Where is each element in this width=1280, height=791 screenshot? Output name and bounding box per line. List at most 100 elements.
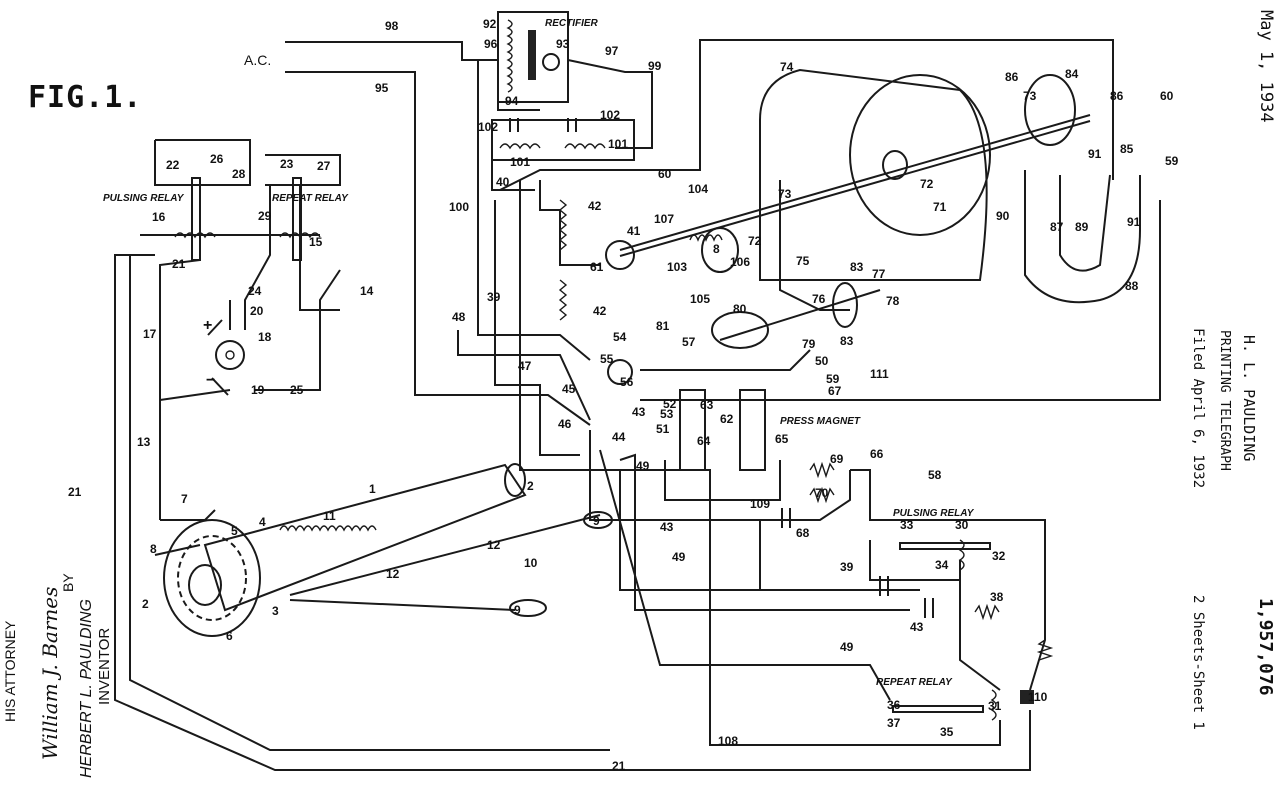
- reference-numeral: 83: [850, 260, 864, 274]
- reference-numeral: 20: [250, 304, 264, 318]
- label-pulsing-relay-top: PULSING RELAY: [103, 193, 185, 204]
- reference-numeral: 39: [487, 290, 501, 304]
- reference-numeral: 74: [780, 60, 794, 74]
- reference-numeral: 40: [496, 175, 510, 189]
- reference-numeral: 59: [826, 372, 840, 386]
- reference-numeral: 8: [150, 542, 157, 556]
- reference-numeral: 59: [1165, 154, 1179, 168]
- reference-numeral: 66: [870, 447, 884, 461]
- reference-numeral: 21: [612, 759, 626, 773]
- reference-numeral: 104: [688, 182, 708, 196]
- reference-numeral: 65: [775, 432, 789, 446]
- component-labels: RECTIFIER PULSING RELAY REPEAT RELAY PRE…: [103, 18, 975, 688]
- reference-numeral: 3: [272, 604, 279, 618]
- resistors: [558, 199, 1054, 661]
- reference-numeral: 83: [840, 334, 854, 348]
- filed-date: Filed April 6, 1932: [1190, 328, 1206, 489]
- label-press-magnet: PRESS MAGNET: [780, 416, 861, 427]
- reference-numeral: 62: [720, 412, 734, 426]
- reference-numeral: 42: [593, 304, 607, 318]
- wiring: [114, 11, 1161, 771]
- reference-numeral: 73: [1023, 89, 1037, 103]
- reference-numeral: 61: [590, 260, 604, 274]
- reference-numeral: 99: [648, 59, 662, 73]
- reference-numeral: 98: [385, 19, 399, 33]
- reference-numeral: 92: [483, 17, 497, 31]
- reference-numeral: 10: [524, 556, 538, 570]
- reference-numeral: 21: [68, 485, 82, 499]
- label-repeat-relay-top: REPEAT RELAY: [272, 193, 349, 204]
- reference-numeral: 48: [452, 310, 466, 324]
- reference-numeral: 26: [210, 152, 224, 166]
- reference-numeral: 94: [505, 94, 519, 108]
- reference-numeral: 22: [166, 158, 180, 172]
- inventor-name-header: H. L. PAULDING: [1240, 335, 1258, 462]
- reference-numeral: 72: [920, 177, 934, 191]
- reference-numeral: 34: [935, 558, 949, 572]
- reference-numeral: 84: [1065, 67, 1079, 81]
- reference-numeral: 81: [656, 319, 670, 333]
- label-pulsing-relay-bottom: PULSING RELAY: [893, 508, 975, 519]
- reference-numeral: 63: [700, 398, 714, 412]
- label-minus: −: [206, 372, 215, 389]
- reference-numeral: 5: [231, 524, 238, 538]
- reference-numeral: 78: [886, 294, 900, 308]
- reference-numeral: 37: [887, 716, 901, 730]
- press-magnet: [607, 349, 811, 501]
- reference-numeral: 7: [181, 492, 188, 506]
- reference-numeral: 109: [750, 497, 770, 511]
- reference-numeral: 33: [900, 518, 914, 532]
- reference-numeral: 43: [660, 520, 674, 534]
- reference-numeral: 93: [556, 37, 570, 51]
- reference-numeral: 27: [317, 159, 331, 173]
- reference-numeral: 41: [627, 224, 641, 238]
- reference-numeral: 86: [1005, 70, 1019, 84]
- reference-numeral: 108: [718, 734, 738, 748]
- generator: [207, 319, 245, 396]
- reference-numeral: 30: [955, 518, 969, 532]
- reference-numeral: 21: [172, 257, 186, 271]
- reference-numeral: 11: [323, 509, 336, 523]
- ac-label: A.C.: [244, 52, 272, 68]
- reference-numeral: 46: [558, 417, 572, 431]
- reference-numeral: 2: [142, 597, 149, 611]
- reference-numeral: 49: [636, 459, 650, 473]
- reference-numeral: 9: [593, 514, 600, 528]
- capacitors: [509, 118, 934, 618]
- attorney-label: HIS ATTORNEY: [2, 620, 18, 722]
- reference-numeral: 31: [988, 699, 1002, 713]
- reference-numeral: 90: [996, 209, 1010, 223]
- reference-numeral: 14: [360, 284, 374, 298]
- reference-numeral: 77: [872, 267, 886, 281]
- reference-numeral: 43: [910, 620, 924, 634]
- reference-numeral: 95: [375, 81, 389, 95]
- transmitter-drum: [154, 463, 613, 637]
- reference-numeral: 55: [600, 352, 614, 366]
- reference-numeral: 103: [667, 260, 687, 274]
- reference-numeral: 110: [1028, 690, 1048, 704]
- reference-numeral: 70: [815, 486, 829, 500]
- reference-numeral: 50: [815, 354, 829, 368]
- reference-numeral: 101: [608, 137, 628, 151]
- sheet-count: 2 Sheets-Sheet 1: [1190, 595, 1206, 730]
- printing-mechanism: [605, 68, 1141, 349]
- reference-numeral: 54: [613, 330, 627, 344]
- reference-numeral: 42: [588, 199, 602, 213]
- reference-numeral: 72: [748, 234, 762, 248]
- reference-numeral: 23: [280, 157, 294, 171]
- reference-numeral: 4: [259, 515, 266, 529]
- reference-numeral: 13: [137, 435, 151, 449]
- reference-numeral: 24: [248, 284, 262, 298]
- reference-numeral: 100: [449, 200, 469, 214]
- patent-title: PRINTING TELEGRAPH: [1217, 330, 1232, 471]
- reference-numeral: 44: [612, 430, 626, 444]
- inventor-label: INVENTOR: [96, 627, 113, 705]
- attorney-signature: William J. Barnes: [38, 586, 62, 760]
- reference-numeral: 29: [258, 209, 272, 223]
- reference-numeral: 56: [620, 375, 634, 389]
- label-plus: +: [203, 317, 212, 334]
- reference-numeral: 57: [682, 335, 696, 349]
- reference-numeral: 6: [226, 629, 233, 643]
- reference-numeral: 32: [992, 549, 1006, 563]
- reference-numeral: 76: [812, 292, 826, 306]
